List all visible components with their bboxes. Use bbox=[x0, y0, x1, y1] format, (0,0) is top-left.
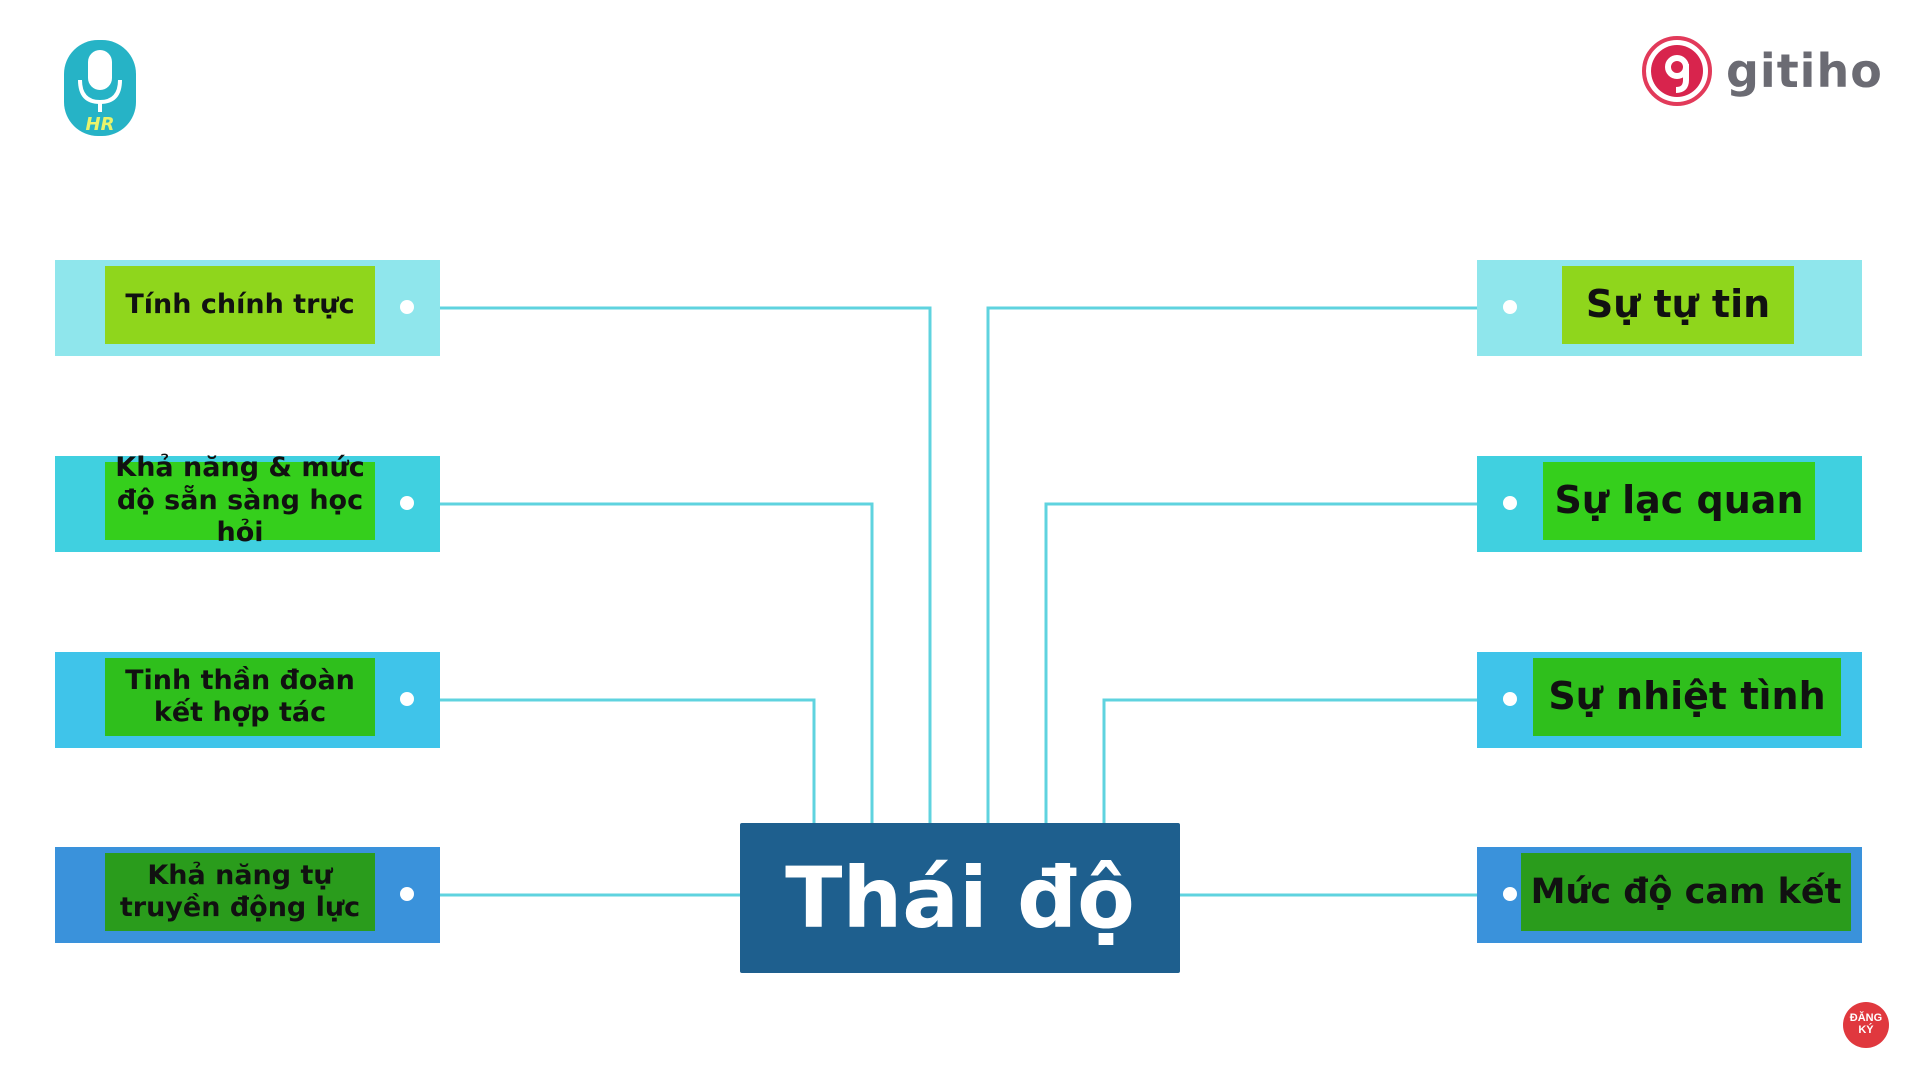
right-item-1-label: Sự tự tin bbox=[1562, 266, 1794, 344]
right-item-3-dot bbox=[1503, 692, 1517, 706]
gitiho-wordmark: gitiho bbox=[1726, 44, 1883, 98]
connector-right-2 bbox=[1044, 502, 1477, 823]
connector-right-1 bbox=[986, 306, 1477, 823]
right-item-2-dot bbox=[1503, 496, 1517, 510]
right-item-4: Mức độ cam kết bbox=[1477, 847, 1862, 943]
connector-left-3 bbox=[440, 698, 816, 823]
left-item-3-dot bbox=[400, 692, 414, 706]
right-item-3-label: Sự nhiệt tình bbox=[1533, 658, 1841, 736]
left-item-4: Khả năng tự truyền động lực bbox=[55, 847, 440, 943]
left-item-2-label: Khả năng & mức độ sẵn sàng học hỏi bbox=[105, 452, 375, 548]
connector-left-2 bbox=[440, 502, 874, 823]
right-item-4-label: Mức độ cam kết bbox=[1521, 853, 1851, 931]
left-item-2-dot bbox=[400, 496, 414, 510]
left-item-1: Tính chính trực bbox=[55, 260, 440, 356]
left-item-3-label: Tinh thần đoàn kết hợp tác bbox=[105, 658, 375, 736]
subscribe-button[interactable]: ĐĂNG KÝ bbox=[1843, 1002, 1889, 1048]
right-item-1-dot bbox=[1503, 300, 1517, 314]
center-node: Thái độ bbox=[740, 823, 1180, 973]
microphone-icon: HR bbox=[64, 40, 136, 136]
left-item-1-dot bbox=[400, 300, 414, 314]
right-item-4-dot bbox=[1503, 887, 1517, 901]
left-item-4-label: Khả năng tự truyền động lực bbox=[105, 853, 375, 931]
hr-logo: HR bbox=[60, 36, 140, 140]
right-item-3: Sự nhiệt tình bbox=[1477, 652, 1862, 748]
left-item-1-label: Tính chính trực bbox=[105, 266, 375, 344]
gitiho-g-icon bbox=[1642, 36, 1712, 106]
gitiho-logo: gitiho bbox=[1640, 34, 1883, 108]
svg-text:HR: HR bbox=[86, 114, 115, 135]
center-node-label: Thái độ bbox=[785, 849, 1135, 947]
subscribe-line-1: ĐĂNG bbox=[1849, 1012, 1883, 1025]
right-item-2-label: Sự lạc quan bbox=[1543, 462, 1815, 540]
left-item-4-dot bbox=[400, 887, 414, 901]
connector-right-3 bbox=[1102, 698, 1477, 823]
subscribe-line-2: KÝ bbox=[1858, 1024, 1874, 1036]
connector-left-1 bbox=[440, 306, 932, 823]
left-item-2: Khả năng & mức độ sẵn sàng học hỏi bbox=[55, 452, 440, 552]
left-item-3: Tinh thần đoàn kết hợp tác bbox=[55, 652, 440, 748]
right-item-1: Sự tự tin bbox=[1477, 260, 1862, 356]
right-item-2: Sự lạc quan bbox=[1477, 456, 1862, 552]
